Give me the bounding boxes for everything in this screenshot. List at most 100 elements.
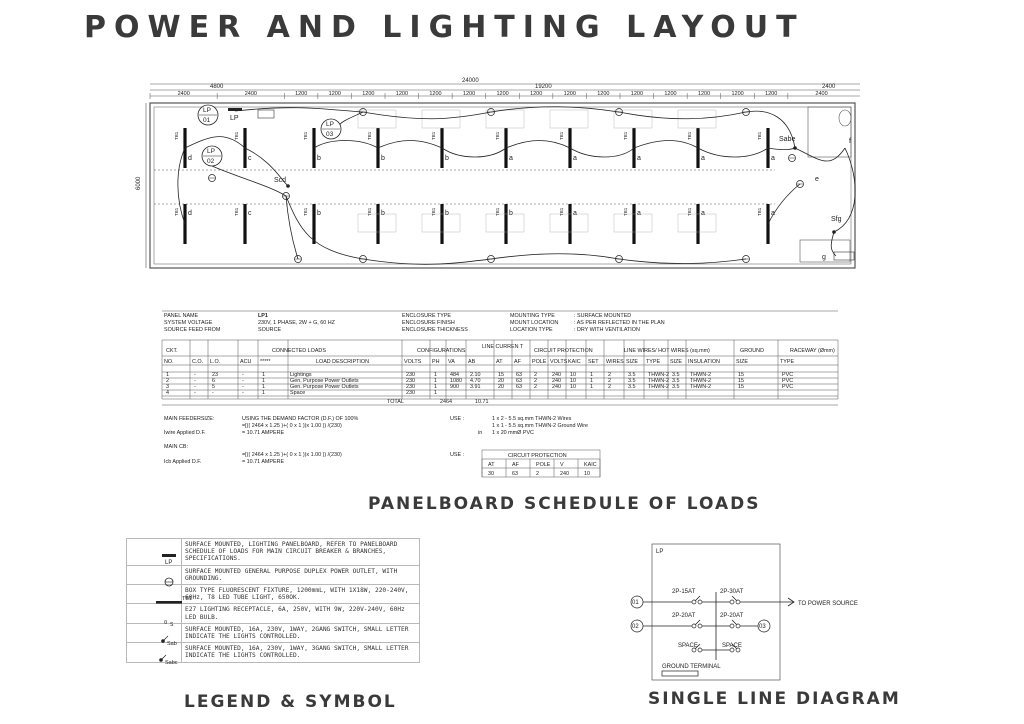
iwire-value: = 10.71 AMPERE bbox=[242, 430, 285, 436]
schedule-cell: 2 bbox=[608, 384, 611, 390]
wire-run bbox=[184, 136, 246, 149]
schedule-cell: 10 bbox=[570, 384, 576, 390]
panel-name: LP1 bbox=[258, 313, 268, 319]
single-line-diagram: LP 2P-15AT 2P-30AT 2P-20AT 2P-20AT SPACE… bbox=[630, 543, 858, 681]
iwire-label: Iwire Applied D.F. bbox=[164, 430, 206, 436]
schedule-cell: 240 bbox=[552, 384, 561, 390]
wire-run bbox=[767, 183, 801, 225]
schedule-cell: 10 bbox=[570, 372, 576, 378]
page-title: POWER AND LIGHTING LAYOUT bbox=[84, 10, 805, 45]
dim-segment: 1200 bbox=[396, 91, 408, 97]
use-label-1: USE : bbox=[450, 416, 464, 422]
circuit-letter: a bbox=[573, 155, 577, 162]
schedule-cell: THWN-2 bbox=[690, 384, 711, 390]
svg-text:Sab: Sab bbox=[167, 641, 177, 647]
legend-description: SURFACE MOUNTED, LIGHTING PANELBOARD, RE… bbox=[181, 538, 420, 566]
wire-run bbox=[285, 195, 299, 260]
circuit-letter: a bbox=[771, 210, 775, 217]
schedule-column-header: KAIC bbox=[568, 359, 581, 365]
schedule-cell: THWN-2 bbox=[648, 384, 669, 390]
wire-run bbox=[313, 140, 769, 158]
wire-run bbox=[211, 165, 747, 265]
circuit-letter: b bbox=[381, 155, 385, 162]
fixture-tag: TB1 bbox=[559, 207, 564, 216]
icb-value: = 10.71 AMPERE bbox=[242, 459, 285, 465]
schedule-cell: 3.5 bbox=[628, 378, 636, 384]
dim-segment: 1200 bbox=[429, 91, 441, 97]
dim-segment: 1200 bbox=[463, 91, 475, 97]
schedule-cell: 3.91 bbox=[470, 384, 481, 390]
fixture-tag: TB1 bbox=[431, 207, 436, 216]
total-amp: 10.71 bbox=[475, 399, 489, 405]
schedule-cell: 2.10 bbox=[470, 372, 481, 378]
total-va: 2464 bbox=[440, 399, 452, 405]
schedule-column-header: SIZE bbox=[736, 359, 748, 365]
letter-f: f bbox=[849, 138, 851, 145]
dim-segment: 1200 bbox=[631, 91, 643, 97]
one-way-switch-icon: Sab bbox=[126, 622, 182, 647]
mounting-type-label: MOUNTING TYPE bbox=[510, 313, 555, 319]
schedule-cell: 240 bbox=[552, 372, 561, 378]
mount-location-label: MOUNT LOCATION bbox=[510, 320, 558, 326]
source: SOURCE bbox=[258, 327, 281, 333]
schedule-cell: 2 bbox=[534, 372, 537, 378]
dim-segment: 2400 bbox=[245, 91, 257, 97]
fluorescent-fixture-icon bbox=[504, 204, 508, 244]
circuit-letter: b bbox=[445, 210, 449, 217]
dim-segment: 1200 bbox=[765, 91, 777, 97]
breaker-4: 2P-20AT bbox=[720, 613, 744, 619]
schedule-column-header: SIZE bbox=[626, 359, 638, 365]
schedule-cell: 63 bbox=[516, 378, 522, 384]
schedule-cell: 2 bbox=[534, 378, 537, 384]
panelboard-icon bbox=[228, 108, 242, 111]
legend-row: SURFACE MOUNTED GENERAL PURPOSE DUPLEX P… bbox=[126, 564, 420, 587]
circuit-03: 03 bbox=[757, 619, 771, 633]
circuit-letter: a bbox=[771, 155, 775, 162]
schedule-column-header: AF bbox=[514, 359, 522, 365]
fixture-tag: TB1 bbox=[174, 207, 179, 216]
schedule-cell: - bbox=[212, 390, 214, 396]
schedule-cell: - bbox=[194, 390, 196, 396]
schedule-cell: 1 bbox=[590, 372, 593, 378]
schedule-cell: 15 bbox=[498, 372, 504, 378]
panelboard-title: PANELBOARD SCHEDULE OF LOADS bbox=[368, 494, 761, 514]
schedule-column-header: L.O. bbox=[210, 359, 220, 365]
circuit-letter: a bbox=[509, 155, 513, 162]
circuit-letter: d bbox=[188, 155, 192, 162]
system-voltage-label: SYSTEM VOLTAGE bbox=[164, 320, 213, 326]
schedule-cell: 3.5 bbox=[628, 372, 636, 378]
schedule-cell: 15 bbox=[738, 378, 744, 384]
svg-text:LP: LP bbox=[165, 560, 172, 566]
schedule-cell: 1 bbox=[262, 378, 265, 384]
outlet-icon bbox=[833, 251, 855, 261]
cp-column: AT bbox=[488, 462, 495, 468]
legend-row: LP SURFACE MOUNTED, LIGHTING PANELBOARD, … bbox=[126, 538, 420, 566]
fixture-tag: TB1 bbox=[687, 131, 692, 140]
schedule-column-header: WIRES bbox=[606, 359, 624, 365]
schedule-cell: 63 bbox=[516, 372, 522, 378]
icb-label: Icb Applied D.F. bbox=[164, 459, 201, 465]
schedule-cell: 230 bbox=[406, 390, 415, 396]
schedule-cell: Gen. Purpose Power Outlets bbox=[290, 384, 359, 390]
schedule-cell: Space bbox=[290, 390, 305, 396]
schedule-column-header: AB bbox=[468, 359, 476, 365]
fluorescent-fixture-icon bbox=[312, 204, 316, 244]
dim-segment: 1200 bbox=[497, 91, 509, 97]
outlet-icon bbox=[257, 109, 275, 119]
panel-label: LP bbox=[230, 115, 239, 122]
schedule-column-header: TYPE bbox=[646, 359, 660, 365]
fluorescent-fixture-icon bbox=[376, 204, 380, 244]
schedule-cell: 1 bbox=[434, 384, 437, 390]
main-cb-label: MAIN CB: bbox=[164, 444, 188, 450]
schedule-column-header: PH bbox=[432, 359, 440, 365]
legend-description: E27 LIGHTING RECEPTACLE, 6A, 250V, WITH … bbox=[181, 603, 420, 624]
circuit-letter: b bbox=[509, 210, 513, 217]
schedule-column-header: VOLTS bbox=[550, 359, 568, 365]
circuit-02: 02 bbox=[630, 619, 644, 633]
schedule-cell: 10 bbox=[570, 378, 576, 384]
lighting-receptacle-icon: ¤S bbox=[126, 603, 182, 628]
svg-text:01: 01 bbox=[203, 117, 211, 124]
cp-value: 63 bbox=[512, 471, 518, 477]
